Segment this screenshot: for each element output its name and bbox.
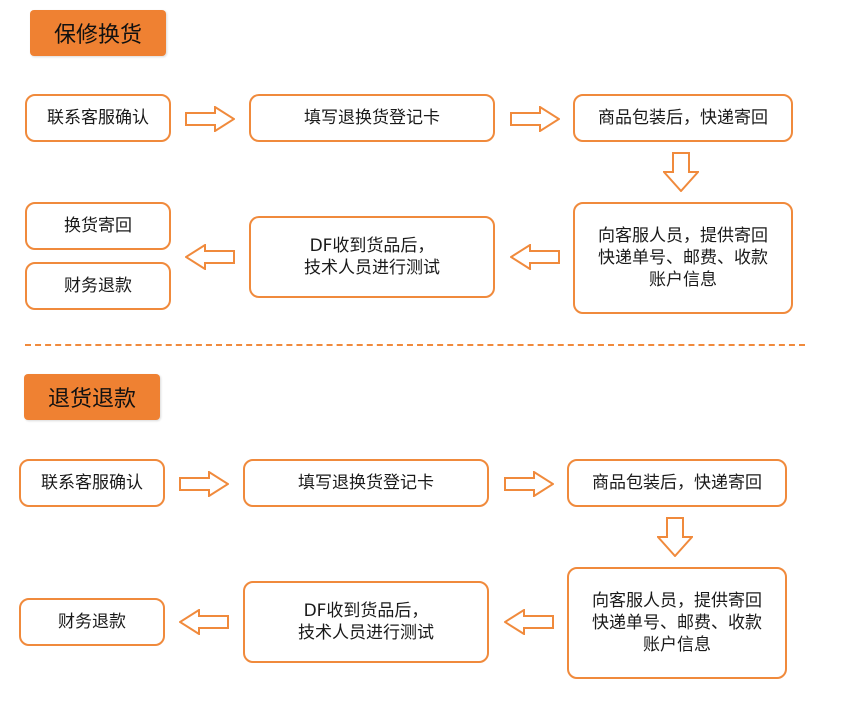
arrow-right-icon [510, 106, 560, 132]
step-finance-refund: 财务退款 [19, 598, 165, 646]
section-title-warranty-exchange: 保修换货 [30, 10, 166, 56]
step-fill-registration-card: 填写退换货登记卡 [249, 94, 495, 142]
arrow-down-icon [657, 517, 693, 557]
arrow-left-icon [504, 609, 554, 635]
step-provide-shipping-info: 向客服人员，提供寄回 快递单号、邮费、收款 账户信息 [567, 567, 787, 679]
arrow-right-icon [179, 471, 229, 497]
step-package-and-ship: 商品包装后，快递寄回 [567, 459, 787, 507]
step-fill-registration-card: 填写退换货登记卡 [243, 459, 489, 507]
step-receive-and-test: DF收到货品后， 技术人员进行测试 [249, 216, 495, 298]
section-divider [25, 344, 805, 346]
arrow-right-icon [185, 106, 235, 132]
step-contact-service: 联系客服确认 [19, 459, 165, 507]
section-title-return-refund: 退货退款 [24, 374, 160, 420]
step-contact-service: 联系客服确认 [25, 94, 171, 142]
arrow-right-icon [504, 471, 554, 497]
step-provide-shipping-info: 向客服人员，提供寄回 快递单号、邮费、收款 账户信息 [573, 202, 793, 314]
arrow-down-icon [663, 152, 699, 192]
step-exchange-ship-back: 换货寄回 [25, 202, 171, 250]
step-receive-and-test: DF收到货品后， 技术人员进行测试 [243, 581, 489, 663]
arrow-left-icon [510, 244, 560, 270]
arrow-left-icon [179, 609, 229, 635]
step-package-and-ship: 商品包装后，快递寄回 [573, 94, 793, 142]
step-finance-refund: 财务退款 [25, 262, 171, 310]
arrow-left-icon [185, 244, 235, 270]
